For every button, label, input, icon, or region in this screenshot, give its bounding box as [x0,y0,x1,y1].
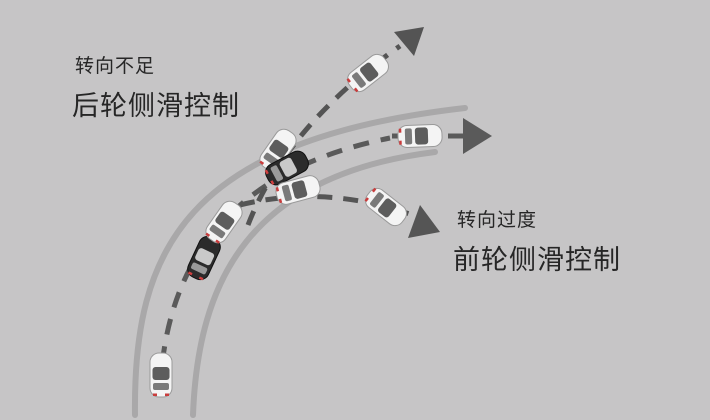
road-edge-inner [190,149,438,418]
car-oversteer-2-icon [361,184,411,230]
understeer-arrow-path [245,43,402,226]
understeer-title: 转向不足 [75,55,156,77]
oversteer-title: 转向过度 [457,209,538,231]
ideal-path-arrowhead-icon [463,118,492,154]
car-start-icon [149,352,173,398]
oversteer-subtitle: 前轮侧滑控制 [453,245,621,276]
understeer-arrowhead-icon [394,27,424,56]
oversteer-arrowhead-icon [408,205,440,238]
car-ideal-2-icon [397,123,443,149]
ideal-path-dashed [157,135,391,391]
understeer-subtitle: 后轮侧滑控制 [72,91,240,122]
road-edge-outer [131,105,468,418]
